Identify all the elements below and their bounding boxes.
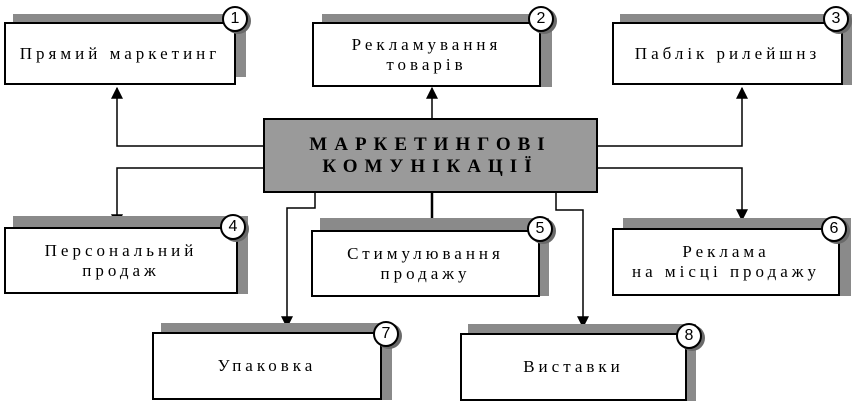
node-7-badge: 7: [373, 321, 399, 347]
node-1-badge: 1: [222, 6, 248, 32]
node-5-badge: 5: [527, 216, 553, 242]
node-3-label: Паблік рилейшнз: [634, 43, 821, 63]
node-5-label-line1: Стимулювання: [347, 243, 504, 263]
node-5: Стимулювання продажу: [311, 230, 540, 297]
node-7: Упаковка: [152, 332, 382, 400]
connector-to-node-8: [555, 193, 589, 329]
node-1-label: Прямий маркетинг: [19, 43, 221, 63]
node-5-label-line2: продажу: [380, 263, 471, 283]
node-4: Персональний продаж: [4, 227, 238, 294]
node-1: Прямий маркетинг: [4, 22, 236, 85]
node-6-badge: 6: [821, 216, 847, 242]
node-4-badge: 4: [220, 214, 246, 240]
node-7-label: Упаковка: [217, 356, 317, 375]
node-2-label-line1: Рекламування: [351, 34, 502, 54]
node-2-label-line2: товарів: [386, 54, 467, 74]
connector-to-node-1: [111, 86, 263, 147]
connector-to-node-6: [598, 167, 748, 222]
central-node: МАРКЕТИНГОВІ КОМУНІКАЦІЇ: [263, 118, 598, 193]
central-node-line2: КОМУНІКАЦІЇ: [322, 155, 539, 177]
node-8-label: Виставки: [523, 357, 624, 376]
node-6: Реклама на місці продажу: [612, 228, 840, 296]
node-8-badge: 8: [676, 323, 702, 349]
node-8: Виставки: [460, 333, 687, 401]
node-3-badge: 3: [823, 6, 849, 32]
node-4-label-line1: Персональний: [44, 240, 198, 260]
connector-to-node-3: [598, 86, 748, 147]
node-4-label-line2: продаж: [82, 260, 160, 280]
central-node-line1: МАРКЕТИНГОВІ: [309, 133, 552, 155]
node-6-label-line2: на місці продажу: [631, 262, 821, 281]
node-3: Паблік рилейшнз: [612, 22, 843, 85]
node-2-badge: 2: [528, 6, 554, 32]
connector-to-node-4: [111, 167, 263, 227]
node-6-label-line1: Реклама: [682, 242, 770, 261]
connector-to-node-7: [281, 193, 316, 329]
node-2: Рекламування товарів: [312, 22, 541, 87]
